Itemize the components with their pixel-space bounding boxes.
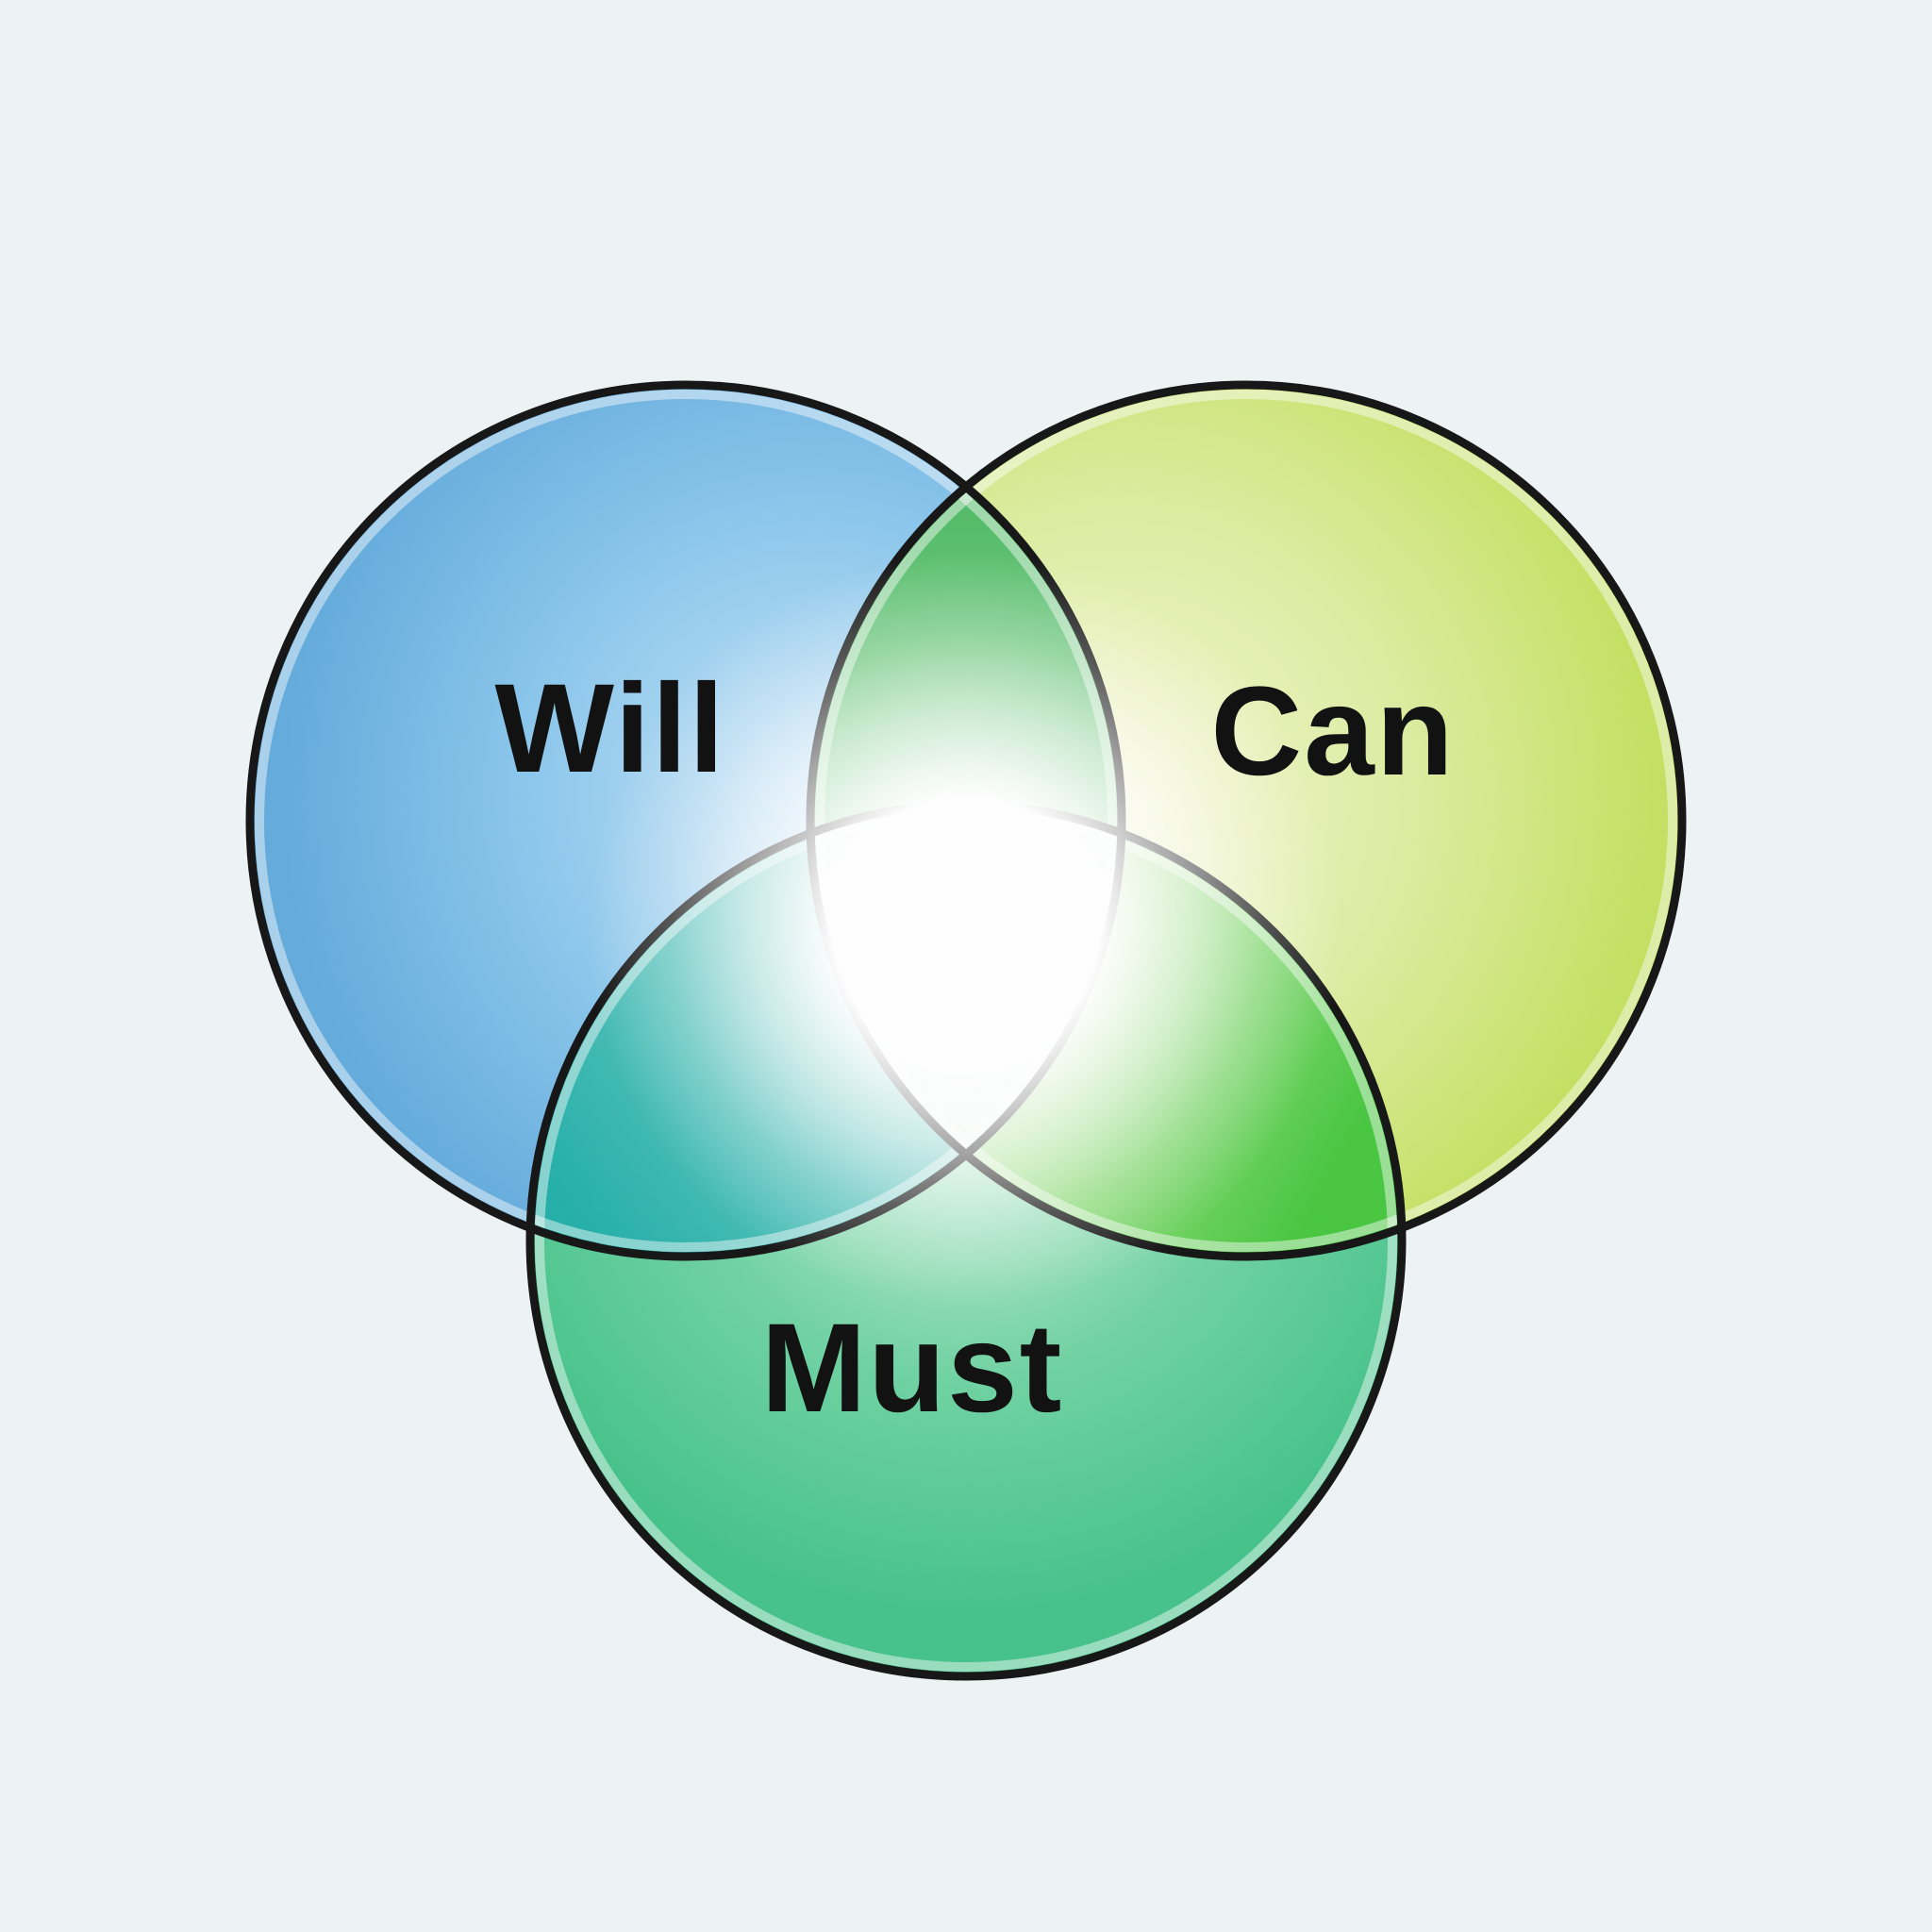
will-label: Will <box>495 658 726 799</box>
must-label: Must <box>761 1298 1064 1439</box>
can-label: Can <box>1210 661 1455 802</box>
